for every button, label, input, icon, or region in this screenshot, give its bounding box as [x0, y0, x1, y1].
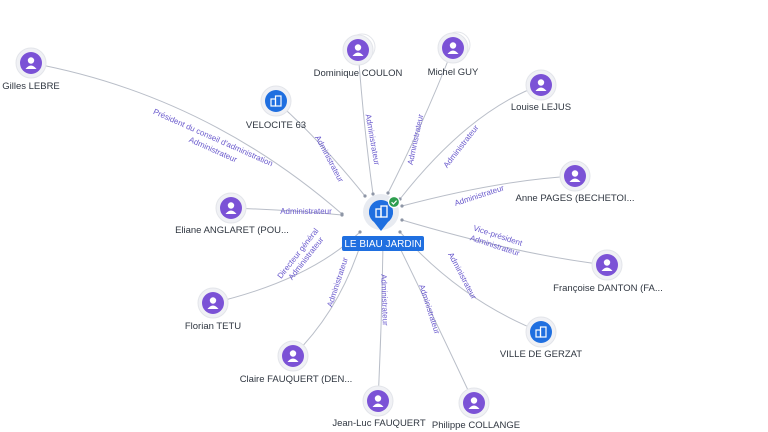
- edge-label-n3: Administrateur: [406, 113, 426, 166]
- node-n1[interactable]: Gilles LEBRE: [2, 47, 60, 92]
- edge-n3: [387, 47, 454, 194]
- person-icon: [25, 57, 37, 69]
- node-label-n9: Florian TETU: [185, 321, 241, 332]
- person-icon: [352, 44, 364, 56]
- edge-n6: [401, 175, 576, 207]
- edge-label-n13: Administrateur: [417, 283, 442, 335]
- check-mark: [391, 200, 398, 205]
- node-label-n3: Michel GUY: [428, 67, 479, 78]
- node-label-n7: Eliane ANGLARET (POU...: [175, 225, 289, 236]
- edge-n8: [401, 219, 608, 266]
- node-n6[interactable]: Anne PAGES (BECHETOI...: [516, 160, 635, 204]
- person-icon: [468, 397, 480, 409]
- node-n5[interactable]: Louise LEJUS: [511, 69, 571, 113]
- company-icon: [270, 95, 282, 107]
- person-icon: [372, 395, 384, 407]
- node-label-n11: Claire FAUQUERT (DEN...: [240, 374, 353, 385]
- edge-arrow-n4: [363, 194, 367, 198]
- node-n3[interactable]: Michel GUY: [428, 31, 479, 78]
- node-label-n6: Anne PAGES (BECHETOI...: [516, 193, 635, 204]
- person-icon: [601, 259, 613, 271]
- edge-n13: [395, 239, 475, 404]
- node-n8[interactable]: Françoise DANTON (FA...: [553, 249, 663, 294]
- edge-label-n6: Administrateur: [453, 183, 505, 208]
- node-label-n4: VELOCITE 63: [246, 120, 306, 131]
- person-icon: [287, 350, 299, 362]
- edge-label-n7: Administrateur: [280, 207, 332, 216]
- edge-label-n11: Administrateur: [325, 256, 350, 308]
- node-label-n10: VILLE DE GERZAT: [500, 349, 582, 360]
- node-label-n8: Françoise DANTON (FA...: [553, 283, 663, 294]
- edge-arrow-n7: [340, 213, 344, 217]
- center-label-bg: [342, 236, 424, 251]
- edge-n12: [377, 239, 384, 402]
- person-icon: [569, 170, 581, 182]
- node-label-n12: Jean-Luc FAUQUERT: [332, 418, 425, 429]
- edge-arrow-n3: [386, 191, 390, 195]
- node-n9[interactable]: Florian TETU: [185, 287, 241, 332]
- edges-layer: [30, 47, 608, 404]
- verified-check-icon: [387, 195, 401, 209]
- edge-label-n10: Administrateur: [446, 251, 478, 301]
- edge-n1: [30, 62, 343, 215]
- edge-arrow-n9: [358, 230, 362, 234]
- node-label-n5: Louise LEJUS: [511, 102, 571, 113]
- node-n7[interactable]: Eliane ANGLARET (POU...: [175, 192, 289, 236]
- node-label-n2: Dominique COULON: [314, 68, 403, 79]
- edge-n2: [357, 49, 374, 195]
- node-label-n13: Philippe COLLANGE: [432, 420, 520, 431]
- person-icon: [225, 202, 237, 214]
- node-label-n1: Gilles LEBRE: [2, 81, 60, 92]
- center-node[interactable]: LE BIAU JARDIN: [342, 194, 424, 251]
- company-icon: [535, 326, 547, 338]
- edge-label-n4: Administrateur: [313, 134, 345, 184]
- edge-label-n12: Administrateur: [379, 274, 390, 326]
- node-n10[interactable]: VILLE DE GERZAT: [500, 316, 582, 360]
- edge-n5: [399, 84, 542, 200]
- node-n4[interactable]: VELOCITE 63: [246, 85, 306, 131]
- person-icon: [207, 297, 219, 309]
- company-icon: [375, 205, 388, 218]
- edge-arrow-n10: [398, 230, 402, 234]
- person-icon: [535, 79, 547, 91]
- edge-arrow-n2: [371, 192, 375, 196]
- node-n2[interactable]: Dominique COULON: [314, 33, 403, 79]
- node-n11[interactable]: Claire FAUQUERT (DEN...: [240, 340, 353, 385]
- edge-arrow-n8: [400, 218, 404, 222]
- edge-arrow-n6: [400, 204, 404, 208]
- node-n13[interactable]: Philippe COLLANGE: [432, 387, 520, 431]
- node-n12[interactable]: Jean-Luc FAUQUERT: [332, 385, 426, 429]
- center-label: LE BIAU JARDIN: [344, 239, 421, 250]
- edge-label-n1: Président du conseil d'administration: [152, 107, 274, 168]
- person-icon: [447, 42, 459, 54]
- nodes-layer: Gilles LEBRE Dominique COULON Michel GUY VE…: [2, 31, 663, 431]
